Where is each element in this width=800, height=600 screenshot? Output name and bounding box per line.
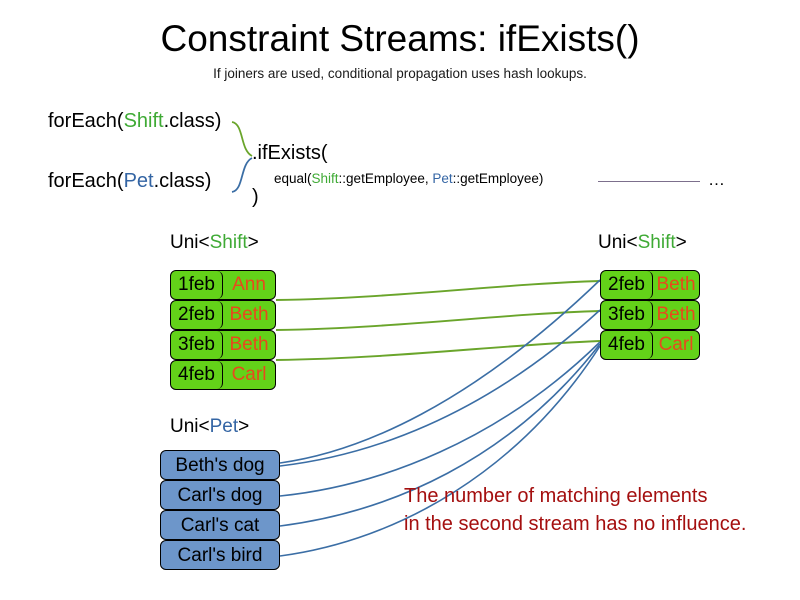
code-equal-joiner: equal(Shift::getEmployee, Pet::getEmploy…: [274, 171, 543, 186]
list-item[interactable]: Beth's dog: [160, 450, 280, 480]
blue-connector-carls-dog: [279, 341, 601, 497]
code-foreach-pet-type: Pet: [123, 170, 154, 192]
slide-title: Constraint Streams: ifExists(): [160, 18, 640, 59]
green-connector-4feb: [275, 340, 601, 361]
list-item[interactable]: Carl's cat: [160, 510, 280, 540]
label-pet-suffix: >: [238, 416, 250, 437]
table-row[interactable]: 4feb Carl: [600, 330, 700, 360]
shift-name-cell: Beth: [229, 334, 269, 355]
code-equal-prefix: equal(: [274, 171, 312, 186]
pet-label: Beth's dog: [175, 454, 265, 476]
code-foreach-pet-suffix: .class): [153, 170, 212, 192]
slide-subtitle: If joiners are used, conditional propaga…: [213, 66, 587, 81]
annotation-line-2: in the second stream has no influence.: [404, 513, 747, 535]
code-foreach-shift: forEach(Shift.class): [48, 110, 221, 133]
code-equal-left-type: Shift: [311, 171, 339, 186]
shift-date-cell: 4feb: [171, 361, 223, 389]
table-row[interactable]: 3feb Beth: [170, 330, 276, 360]
annotation-line-1: The number of matching elements: [404, 485, 708, 507]
shift-name-cell: Ann: [232, 274, 266, 295]
blue-connector-beths-dog-b: [279, 309, 601, 467]
shift-date-cell: 4feb: [601, 331, 653, 359]
shift-date-cell: 3feb: [601, 301, 653, 329]
code-foreach-shift-type: Shift: [123, 110, 164, 132]
shift-name-cell: Carl: [658, 334, 694, 355]
shift-name-cell: Carl: [231, 364, 267, 385]
shift-name-cell: Beth: [656, 304, 696, 325]
shift-date-cell: 2feb: [171, 301, 223, 329]
table-row[interactable]: 2feb Beth: [600, 270, 700, 300]
shift-name-cell: Beth: [656, 274, 696, 295]
pet-label: Carl's bird: [177, 544, 263, 566]
trailing-connector-line: [598, 181, 700, 182]
shift-date-cell: 3feb: [171, 331, 223, 359]
label-left-prefix: Uni<: [170, 232, 210, 253]
code-equal-right-ref: ::getEmployee): [452, 171, 544, 186]
label-left-shift-stream: Uni<Shift>: [170, 232, 259, 254]
code-foreach-pet: forEach(Pet.class): [48, 170, 211, 193]
trailing-ellipsis: …: [708, 170, 725, 189]
label-left-suffix: >: [247, 232, 259, 253]
blue-connector-beths-dog-a: [279, 279, 601, 464]
code-if-exists: .ifExists(: [252, 142, 328, 164]
label-pet-prefix: Uni<: [170, 416, 210, 437]
brace-upper-green: [231, 121, 253, 157]
green-connector-3feb: [275, 310, 601, 331]
table-row[interactable]: 4feb Carl: [170, 360, 276, 390]
label-right-shift-stream: Uni<Shift>: [598, 232, 687, 254]
table-row[interactable]: 3feb Beth: [600, 300, 700, 330]
code-equal-left-ref: ::getEmployee,: [338, 171, 433, 186]
code-close-paren: ): [252, 186, 259, 208]
green-connector-2feb: [275, 280, 601, 301]
label-pet-type: Pet: [209, 416, 239, 437]
label-right-suffix: >: [675, 232, 687, 253]
shift-date-cell: 2feb: [601, 271, 653, 299]
shift-date-cell: 1feb: [171, 271, 223, 299]
code-equal-right-type: Pet: [432, 171, 453, 186]
pet-label: Carl's dog: [177, 484, 263, 506]
label-pet-stream: Uni<Pet>: [170, 416, 249, 438]
label-left-type: Shift: [209, 232, 248, 253]
brace-lower-blue: [231, 157, 253, 193]
code-foreach-shift-suffix: .class): [163, 110, 222, 132]
table-row[interactable]: 2feb Beth: [170, 300, 276, 330]
table-row[interactable]: 1feb Ann: [170, 270, 276, 300]
annotation-text: The number of matching elements in the s…: [404, 482, 746, 538]
shift-name-cell: Beth: [229, 304, 269, 325]
grouping-brace: [231, 121, 253, 193]
list-item[interactable]: Carl's dog: [160, 480, 280, 510]
label-right-prefix: Uni<: [598, 232, 638, 253]
code-foreach-pet-prefix: forEach(: [48, 170, 124, 192]
pet-label: Carl's cat: [180, 514, 260, 536]
label-right-type: Shift: [637, 232, 676, 253]
code-foreach-shift-prefix: forEach(: [48, 110, 124, 132]
list-item[interactable]: Carl's bird: [160, 540, 280, 570]
